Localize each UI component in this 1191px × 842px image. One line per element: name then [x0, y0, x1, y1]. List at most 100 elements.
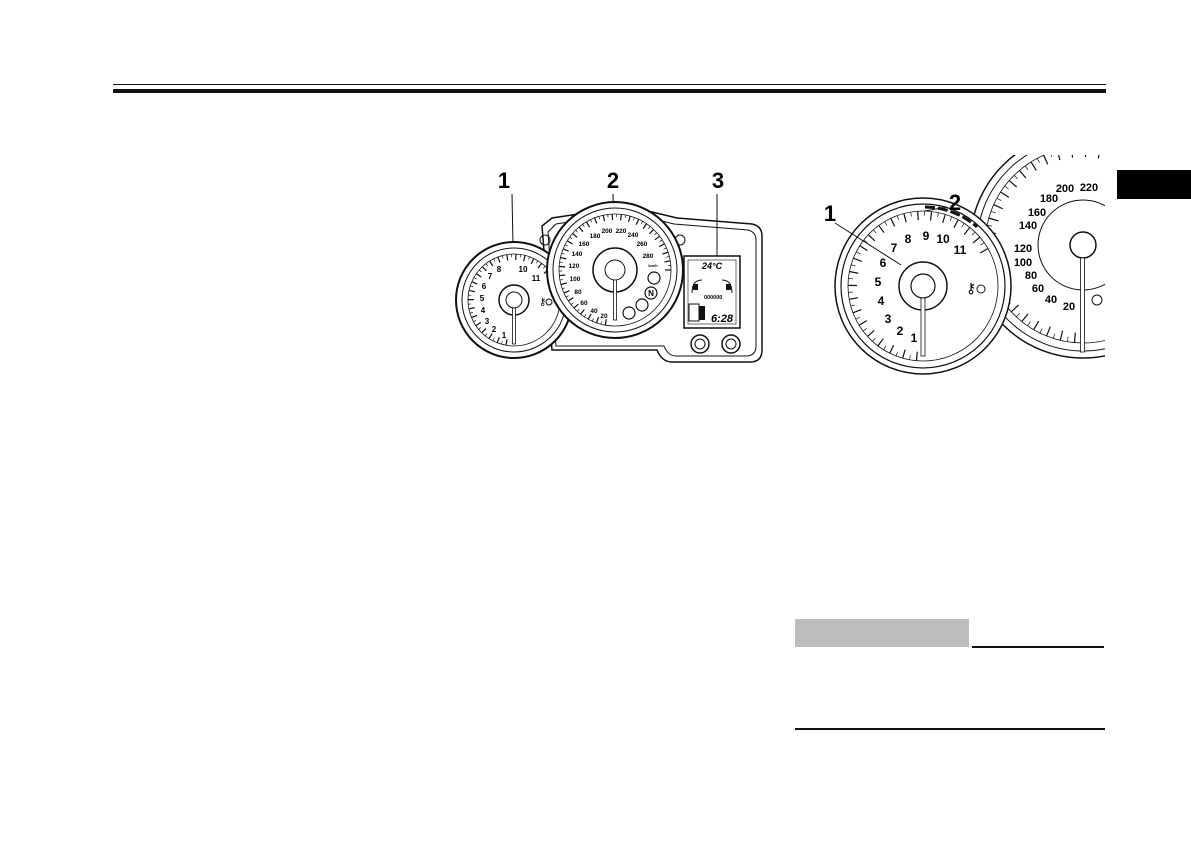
dial-tick: [560, 282, 567, 286]
key-icon: ⚷: [966, 280, 976, 296]
neutral-indicator: N: [648, 289, 654, 298]
dial-tick: [501, 341, 503, 345]
dial-tick: [475, 273, 482, 278]
dial-tick: [569, 236, 573, 240]
dial-tick: [492, 338, 495, 342]
dial-tick: [979, 247, 989, 254]
svg-text:40: 40: [590, 308, 598, 315]
dial-tick: [1097, 155, 1100, 159]
multifunction-display: 24°C 000000 6:28: [683, 255, 741, 329]
dial-tick: [1024, 165, 1029, 171]
dial-tick: [528, 256, 530, 260]
svg-text:220: 220: [616, 228, 627, 235]
dial-tick: [884, 221, 888, 226]
dial-tick: [580, 309, 585, 315]
dial-tick: [565, 295, 569, 298]
dial-tick: [859, 245, 868, 252]
svg-text:260: 260: [637, 241, 648, 248]
svg-text:120: 120: [1014, 243, 1032, 255]
dial-tick: [570, 302, 574, 305]
dial-tick: [1008, 180, 1018, 188]
callout-2: 2: [949, 190, 961, 215]
dial-tick: [501, 255, 504, 259]
dial-tick: [633, 217, 635, 221]
dial-tick: [620, 214, 622, 221]
svg-text:4: 4: [481, 306, 486, 315]
dial-tick: [1050, 155, 1053, 158]
dial-tick: [536, 260, 539, 264]
dial-tick: [649, 229, 655, 235]
svg-text:100: 100: [1014, 257, 1032, 269]
svg-text:5: 5: [875, 275, 882, 289]
dial-tick: [990, 210, 996, 214]
dial-tick: [471, 281, 478, 285]
dial-tick: [949, 216, 953, 222]
svg-text:180: 180: [1040, 193, 1058, 205]
dial-tick: [576, 308, 580, 312]
callout-1: 1: [498, 168, 510, 193]
dial-tick: [563, 290, 570, 294]
dial-tick: [937, 212, 939, 218]
section-heading-bar: [795, 619, 969, 647]
svg-text:10: 10: [519, 265, 528, 274]
dial-tick: [1066, 336, 1069, 342]
dial-tick: [559, 274, 566, 277]
dial-tick: [873, 229, 877, 234]
dial-tick: [624, 214, 627, 219]
dial-tick: [853, 257, 862, 263]
dial-tick: [587, 313, 592, 320]
svg-text:7: 7: [488, 272, 493, 281]
dial-tick: [654, 232, 657, 235]
dial-tick: [896, 215, 900, 220]
dial-tick: [488, 333, 493, 339]
dial-tick: [1010, 304, 1020, 313]
dial-tick: [1013, 175, 1018, 180]
dial-tick: [863, 239, 868, 244]
dial-tick: [1071, 155, 1074, 158]
dial-tick: [890, 218, 896, 227]
speedometer: 20 40 60 80 100 120 140 160 180 200 220 …: [546, 201, 684, 339]
dial-tick: [585, 221, 590, 228]
dial-tick: [537, 262, 543, 269]
dial-tick: [1039, 328, 1043, 334]
dial-tick: [530, 258, 535, 265]
svg-text:140: 140: [1019, 220, 1037, 232]
dial-tick: [493, 258, 496, 262]
dial-tick: [478, 327, 482, 330]
dial-tick: [849, 297, 859, 300]
svg-text:4: 4: [878, 294, 885, 308]
svg-text:20: 20: [600, 313, 608, 320]
dial-tick: [523, 255, 526, 262]
dial-tick: [468, 289, 475, 293]
svg-text:40: 40: [1045, 294, 1057, 306]
dial-tick: [566, 240, 573, 245]
dial-tick: [1036, 158, 1040, 163]
svg-text:60: 60: [1032, 283, 1044, 295]
dial-tick: [542, 265, 546, 269]
dial-tick: [903, 213, 907, 223]
dial-tick: [562, 248, 569, 252]
dial-tick: [584, 314, 587, 318]
svg-text:2: 2: [492, 325, 497, 334]
dial-tick: [496, 336, 500, 344]
dial-tick: [1000, 191, 1010, 198]
dial-tick: [852, 308, 862, 314]
dial-tick: [849, 270, 859, 274]
lcd-clock: 6:28: [711, 313, 734, 325]
dial-tick: [573, 303, 579, 309]
dial-tick: [475, 321, 482, 327]
dial-tick: [856, 251, 861, 255]
dial-tick: [986, 224, 993, 227]
header-rule-thin: [113, 84, 1106, 85]
svg-text:180: 180: [590, 233, 601, 240]
svg-text:120: 120: [569, 263, 580, 270]
dial-tick: [564, 244, 568, 247]
callout-2: 2: [607, 168, 619, 193]
dial-tick: [862, 328, 867, 332]
dial-tick: [595, 316, 600, 324]
dial-tick: [993, 204, 1004, 210]
dial-tick: [473, 277, 477, 280]
tachometer-detail-figure: 20 40 60 80 100 120 140 160 180 200 220 …: [824, 155, 1105, 375]
svg-text:km/h: km/h: [648, 263, 658, 268]
dial-tick: [961, 223, 965, 228]
